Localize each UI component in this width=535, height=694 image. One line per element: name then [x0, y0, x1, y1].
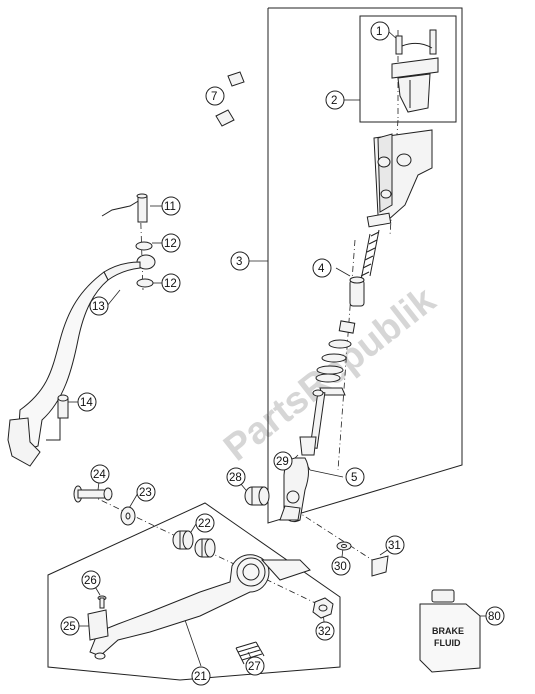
callout-circle — [485, 606, 505, 626]
callout-80: 80 — [485, 606, 505, 626]
nut-part-32 — [312, 597, 334, 619]
callout-circle — [81, 570, 101, 590]
callout-13: 13 — [89, 296, 109, 316]
pedal-step-part-25 — [87, 609, 109, 641]
callout-number: 80 — [488, 611, 501, 623]
callout-31: 31 — [385, 535, 405, 555]
callout-1: 3 — [230, 251, 250, 271]
callout-27: 27 — [245, 656, 265, 676]
callout-12a: 12 — [161, 233, 181, 253]
callout-number: 14 — [80, 397, 93, 409]
pivot-shaft-parts — [73, 485, 216, 558]
master-cylinder-frame — [267, 7, 463, 524]
callout-circle — [385, 535, 405, 555]
callout-number: 31 — [388, 540, 401, 552]
callout-number: 25 — [63, 621, 76, 633]
sleeve-part-28 — [244, 486, 270, 506]
callout-number: 7 — [211, 91, 217, 103]
callout-21: 21 — [191, 666, 211, 686]
callout-29: 29 — [273, 451, 293, 471]
callout-number: 11 — [164, 201, 176, 213]
fitting-part-5 — [349, 276, 365, 307]
master-cylinder-body — [366, 129, 433, 228]
callout-number: 24 — [93, 469, 106, 481]
callout-circle — [60, 616, 80, 636]
callout-number: 1 — [376, 26, 382, 38]
callout-4: 5 — [345, 467, 365, 487]
callout-number: 28 — [229, 472, 242, 484]
callout-number: 12 — [164, 238, 177, 250]
callout-number: 13 — [92, 301, 105, 313]
callout-circle — [226, 467, 246, 487]
callout-circle — [312, 258, 332, 278]
callout-number: 29 — [276, 456, 289, 468]
callout-circle — [195, 513, 215, 533]
callout-2: 2 — [325, 90, 345, 110]
callout-22: 22 — [195, 513, 215, 533]
callout-26: 26 — [81, 570, 101, 590]
return-spring-part-27 — [235, 641, 265, 665]
callout-23: 23 — [136, 482, 156, 502]
callout-number: 12 — [164, 278, 177, 290]
callout-7: 7 — [205, 86, 225, 106]
bottle-label-line-2: FLUID — [434, 638, 461, 648]
callout-circle — [325, 90, 345, 110]
callout-circle — [230, 251, 250, 271]
callout-circle — [191, 666, 211, 686]
callout-circle — [245, 656, 265, 676]
callout-number: 21 — [194, 671, 207, 683]
callout-number: 26 — [84, 575, 97, 587]
brake-pedal-frame — [47, 502, 341, 681]
cotter-pin-part-31 — [371, 555, 389, 577]
bottle-label-line-1: BRAKE — [432, 626, 464, 636]
screw-part-26 — [97, 595, 107, 609]
callout-circle — [370, 21, 390, 41]
callout-circle — [161, 233, 181, 253]
callout-number: 3 — [236, 256, 242, 268]
brake-fluid-bottle-part-80: BRAKE FLUID — [419, 589, 481, 673]
callout-12b: 12 — [161, 273, 181, 293]
callout-circle — [345, 467, 365, 487]
callout-circle — [77, 392, 97, 412]
callout-circle — [331, 556, 351, 576]
piston-and-seals — [315, 320, 356, 396]
callout-circle — [315, 621, 335, 641]
bushing-part-7 — [215, 71, 245, 127]
screw-and-banjo-part-3 — [395, 29, 437, 55]
callout-circle — [90, 464, 110, 484]
callout-number: 23 — [139, 487, 152, 499]
callout-circle — [89, 296, 109, 316]
callout-28: 28 — [226, 467, 246, 487]
callout-number: 32 — [318, 626, 331, 638]
callout-circle — [205, 86, 225, 106]
brake-hose-assembly — [7, 193, 156, 467]
spring — [360, 229, 380, 281]
callout-circle — [161, 196, 181, 216]
callout-14: 14 — [77, 392, 97, 412]
callout-3: 1 — [370, 21, 390, 41]
callout-5: 4 — [312, 258, 332, 278]
callout-number: 4 — [318, 263, 325, 275]
callout-24: 24 — [90, 464, 110, 484]
callout-labels: 1 2 3 4 5 7 11 12 12 13 14 21 22 23 24 2… — [60, 21, 505, 686]
callout-11: 11 — [161, 196, 181, 216]
callout-30: 30 — [331, 556, 351, 576]
callout-number: 30 — [334, 561, 347, 573]
callout-circle — [161, 273, 181, 293]
callout-number: 5 — [351, 472, 357, 484]
callout-circle — [136, 482, 156, 502]
callout-25: 25 — [60, 616, 80, 636]
callout-number: 22 — [198, 518, 211, 530]
callout-number: 2 — [331, 95, 337, 107]
washer-part-30 — [336, 541, 352, 551]
callout-number: 27 — [248, 661, 261, 673]
reservoir-cap-part-2 — [391, 57, 439, 113]
brake-pedal-part-21 — [89, 554, 311, 660]
callout-circle — [273, 451, 293, 471]
callout-32: 32 — [315, 621, 335, 641]
